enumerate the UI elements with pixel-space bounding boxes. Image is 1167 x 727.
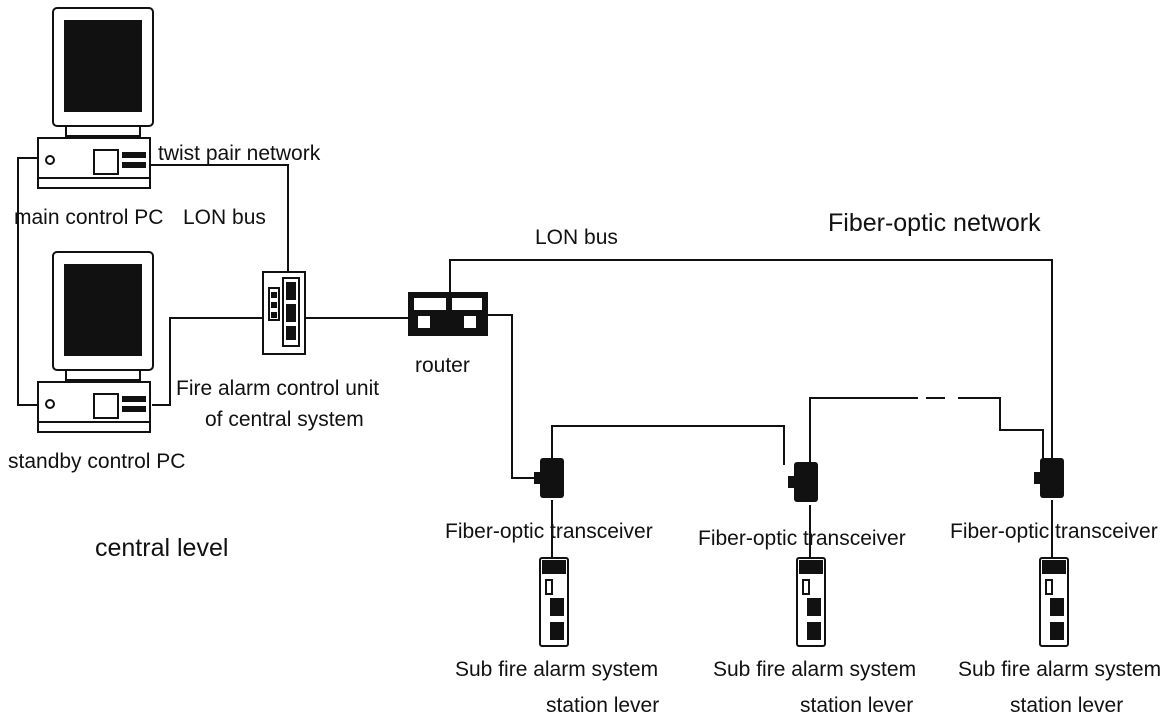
labels: twist pair network main control PC LON b… <box>8 142 1161 717</box>
computer-workstation-icon <box>37 251 154 433</box>
fiber-transceiver-icon <box>788 462 818 502</box>
fiber-transceiver-icon <box>534 458 564 498</box>
fire-alarm-label-line1: Fire alarm control unit <box>176 377 379 400</box>
fiber-loop-line <box>449 259 1053 460</box>
transceiver-label: Fiber-optic transceiver <box>445 520 653 543</box>
lon-bus-left-label: LON bus <box>183 206 266 229</box>
lon-bus-top-label: LON bus <box>535 226 618 249</box>
tx2-tx3-line-b <box>958 397 1044 460</box>
pc-loop-line <box>17 157 38 406</box>
standby-link-line <box>152 317 265 406</box>
twist-pair-label: twist pair network <box>158 142 321 165</box>
computer-workstation-icon <box>37 7 154 189</box>
router-label: router <box>415 354 470 377</box>
tx2-tx3-line-a <box>809 397 918 465</box>
router-icon <box>408 292 488 336</box>
central-level-label: central level <box>95 534 228 562</box>
router-to-tx1-line <box>487 314 540 479</box>
twist-pair-line <box>150 164 289 275</box>
transceiver-label: Fiber-optic transceiver <box>950 520 1158 543</box>
substation-label-line1: Sub fire alarm system <box>958 658 1161 681</box>
sub-alarm-panel-icon <box>796 557 826 647</box>
main-pc-label: main control PC <box>14 206 163 229</box>
substation-label-line2: station lever <box>800 694 913 717</box>
tx1-tx2-line <box>551 425 785 465</box>
sub-alarm-panel-icon <box>539 557 569 647</box>
fire-alarm-label-line2: of central system <box>205 408 364 431</box>
substation-label-line2: station lever <box>1010 694 1123 717</box>
transceiver-label: Fiber-optic transceiver <box>698 527 906 550</box>
fiber-transceiver-icon <box>1034 458 1064 498</box>
substation-label-line1: Sub fire alarm system <box>713 658 916 681</box>
substation-label-line2: station lever <box>546 694 659 717</box>
sub-alarm-panel-icon <box>1039 557 1069 647</box>
standby-pc-label: standby control PC <box>8 450 185 473</box>
connections <box>17 157 1053 560</box>
fiber-network-label: Fiber-optic network <box>828 209 1041 237</box>
substation-label-line1: Sub fire alarm system <box>455 658 658 681</box>
control-cabinet-icon <box>262 271 306 355</box>
